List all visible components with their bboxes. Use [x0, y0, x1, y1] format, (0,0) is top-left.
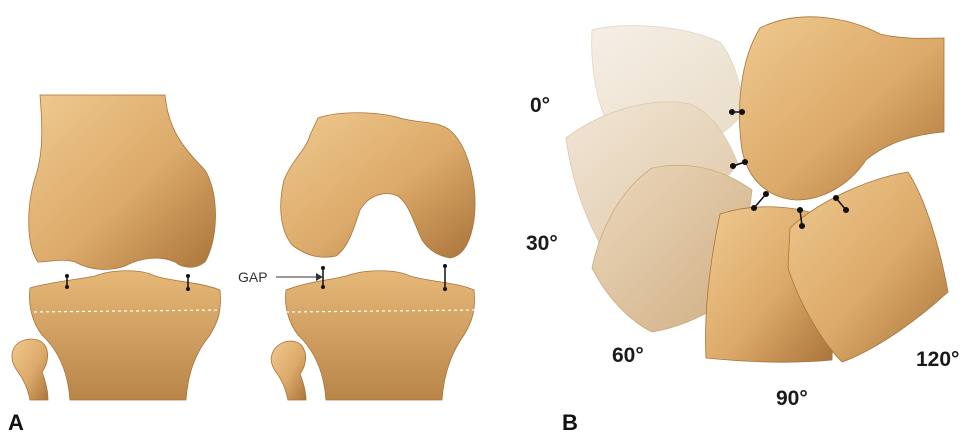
femur-right [281, 113, 475, 258]
gap-marker-dot [65, 285, 69, 289]
gap-marker-dot [65, 274, 69, 278]
femur-left [29, 95, 216, 269]
angle-label-120: 120° [916, 348, 959, 371]
panel-a: GAP A [8, 95, 476, 435]
gap-marker-dot [443, 287, 447, 291]
gap-arrow-head [316, 273, 323, 281]
fibula-left [12, 339, 48, 400]
gap-marker-dot [321, 285, 325, 289]
femur-b [739, 17, 944, 200]
panel-b: 0° 30° 60° 90° 120° B [526, 17, 959, 435]
gap-marker-dot [443, 264, 447, 268]
gap-marker-dot [321, 266, 325, 270]
gap-label: GAP [238, 269, 268, 285]
panel-letter-a: A [8, 410, 24, 435]
gap-marker-dot [186, 274, 190, 278]
angle-label-60: 60° [612, 344, 644, 367]
angle-label-30: 30° [526, 232, 558, 255]
fibula-right [271, 341, 306, 400]
panel-letter-b: B [562, 410, 578, 435]
tibia-left [30, 271, 221, 400]
gap-marker-dot [186, 287, 190, 291]
angle-label-0: 0° [530, 94, 550, 117]
angle-label-90: 90° [776, 387, 808, 410]
